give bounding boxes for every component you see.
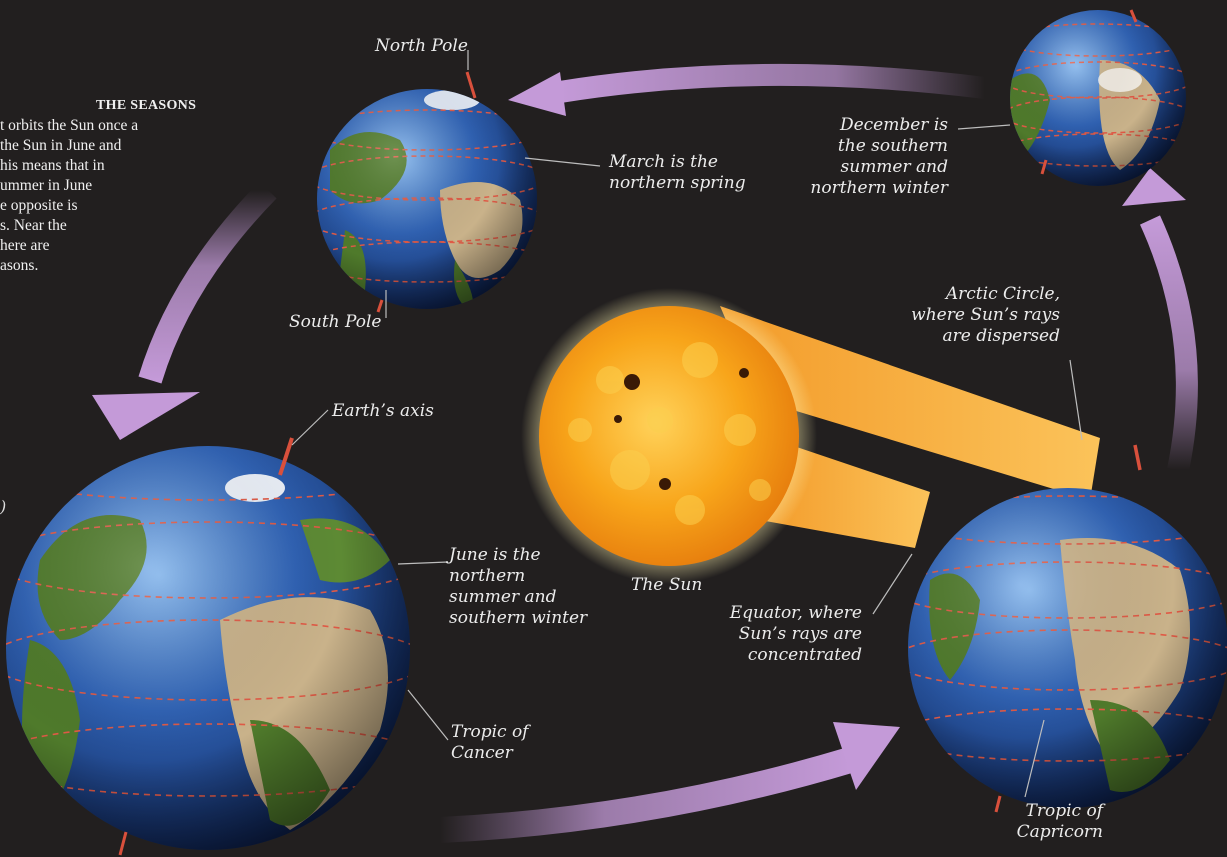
label-arctic-line: where Sun’s rays xyxy=(911,305,1060,325)
edge-glyph: ) xyxy=(0,497,7,516)
label-june-line: June is the xyxy=(449,545,541,565)
label-north-pole: North Pole xyxy=(375,36,468,56)
intro-line: e opposite is xyxy=(0,197,78,214)
orbit-arrow-left xyxy=(138,181,277,384)
orbit-arrow-bottom-head xyxy=(833,722,900,790)
orbit-arrow-bottom xyxy=(439,747,854,843)
intro-line: ummer in June xyxy=(0,177,93,194)
label-december-line: summer and xyxy=(840,157,948,177)
leader-lines xyxy=(291,50,1083,798)
label-earths-axis: Earth’s axis xyxy=(332,401,434,421)
label-march-line: March is the xyxy=(609,152,718,172)
sunspots xyxy=(614,368,749,490)
label-arctic-circle: Arctic Circle, where Sun’s rays are disp… xyxy=(880,284,1060,347)
label-equator-line: concentrated xyxy=(747,645,862,665)
intro-line: the Sun in June and xyxy=(0,137,122,154)
label-december-line: December is xyxy=(839,115,948,135)
label-tropic-capricorn: Tropic of Capricorn xyxy=(985,801,1103,843)
label-tropic-capricorn-line: Tropic of xyxy=(1025,801,1103,821)
intro-title: THE SEASONS xyxy=(96,98,197,113)
label-tropic-cancer-line: Cancer xyxy=(451,743,513,763)
orbit-arrow-left-head xyxy=(92,392,200,440)
intro-line: s. Near the xyxy=(0,217,67,234)
label-june-line: southern winter xyxy=(449,608,588,628)
label-june: June is the northern summer and southern… xyxy=(449,545,587,629)
intro-line: here are xyxy=(0,237,50,254)
label-june-line: northern xyxy=(449,566,526,586)
globe-december xyxy=(1010,9,1186,186)
label-tropic-cancer: Tropic of Cancer xyxy=(451,722,528,764)
globe-june xyxy=(6,437,410,856)
globe-equinox-right xyxy=(908,444,1227,813)
label-arctic-line: are dispersed xyxy=(942,326,1060,346)
label-equator-line: Sun’s rays are xyxy=(738,624,862,644)
orbit-arrow-top-head xyxy=(508,72,566,116)
label-march: March is the northern spring xyxy=(609,152,746,194)
sun-ray-upper xyxy=(720,306,1100,500)
orbit-arrow-right xyxy=(1139,215,1198,473)
label-equator-line: Equator, where xyxy=(729,603,862,623)
label-june-line: summer and xyxy=(449,587,557,607)
label-the-sun: The Sun xyxy=(631,575,703,595)
intro-line: asons. xyxy=(0,257,39,274)
orbit-arrow-top xyxy=(558,63,987,103)
label-december-line: the southern xyxy=(837,136,948,156)
label-december: December is the southern summer and nort… xyxy=(800,115,948,199)
orbit-arrow-right-head xyxy=(1122,168,1186,206)
label-equator: Equator, where Sun’s rays are concentrat… xyxy=(712,603,862,666)
label-south-pole: South Pole xyxy=(289,312,382,332)
intro-line: his means that in xyxy=(0,157,105,174)
sun-granules xyxy=(568,342,771,525)
label-tropic-capricorn-line: Capricorn xyxy=(1016,822,1103,842)
intro-line: t orbits the Sun once a xyxy=(0,117,139,134)
label-march-line: northern spring xyxy=(609,173,746,193)
label-tropic-cancer-line: Tropic of xyxy=(451,722,529,742)
label-arctic-line: Arctic Circle, xyxy=(945,284,1060,304)
label-december-line: northern winter xyxy=(810,178,948,198)
globe-march xyxy=(317,71,537,313)
